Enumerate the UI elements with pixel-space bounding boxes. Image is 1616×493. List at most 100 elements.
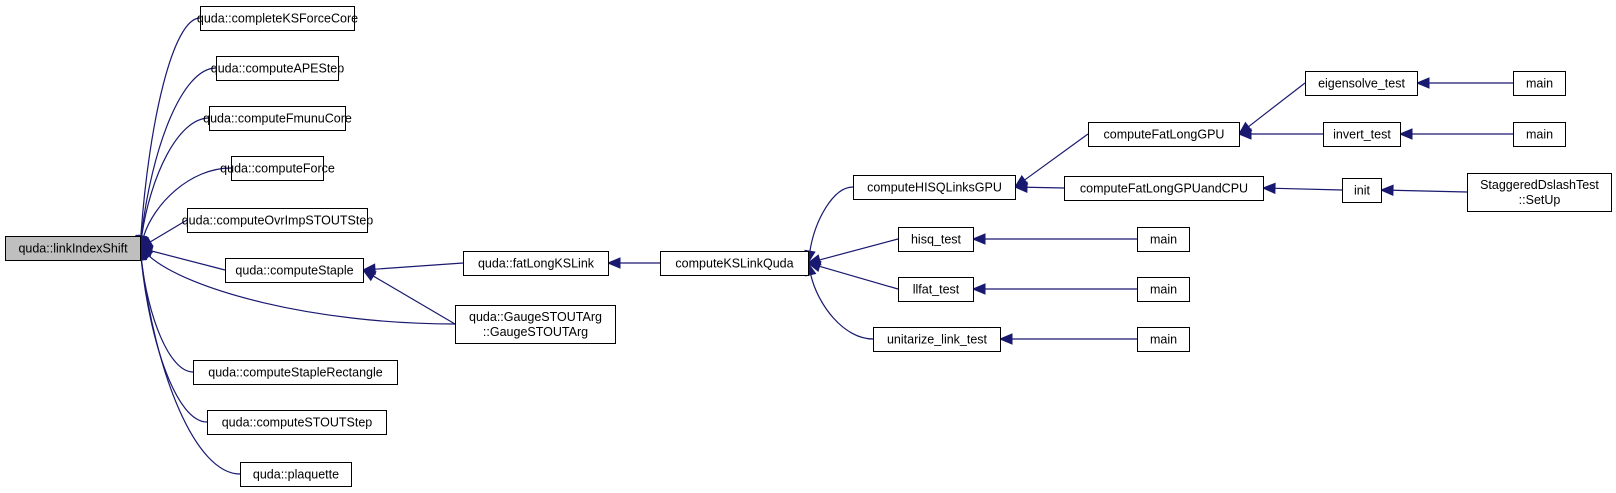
node-box — [240, 462, 352, 487]
node-hisq-test[interactable]: hisq_test — [898, 227, 974, 252]
node-label: computeFatLongGPU — [1104, 128, 1225, 142]
arrowhead-icon — [1013, 181, 1028, 194]
node-link-index-shift[interactable]: quda::linkIndexShift — [5, 236, 141, 261]
edge-compute-fat-long-gpuand-cpu-to-compute-hisqlinks-gpu — [1013, 181, 1065, 194]
edge-unitarize-link-test-to-compute-kslink-quda — [805, 261, 874, 340]
edge-staggered-dslash-test-to-init — [1379, 184, 1468, 197]
node-box — [1137, 277, 1190, 302]
node-box — [898, 227, 974, 252]
edge-line — [809, 186, 854, 252]
node-compute-hisqlinks-gpu[interactable]: computeHISQLinksGPU — [853, 175, 1016, 200]
node-eigensolve-test[interactable]: eigensolve_test — [1305, 71, 1418, 96]
node-staggered-dslash-test[interactable]: StaggeredDslashTest::SetUp — [1467, 173, 1612, 212]
edge-line — [1026, 186, 1065, 189]
node-label: main — [1150, 233, 1177, 247]
node-label: main — [1526, 128, 1553, 142]
node-compute-apestep[interactable]: quda::computeAPEStep — [211, 56, 344, 81]
node-invert-test[interactable]: invert_test — [1323, 122, 1401, 147]
node-unitarize-link-test[interactable]: unitarize_link_test — [873, 327, 1001, 352]
node-box — [1305, 71, 1418, 96]
node-box — [873, 327, 1001, 352]
node-compute-ovr-imp-stoutstep[interactable]: quda::computeOvrImpSTOUTStep — [182, 208, 374, 233]
node-layer: quda::linkIndexShift quda::completeKSForc… — [5, 6, 1612, 487]
edge-eigensolve-test-to-compute-fat-long-gpu — [1237, 82, 1306, 135]
node-label: computeFatLongGPUandCPU — [1080, 182, 1248, 196]
edge-llfat-test-to-compute-kslink-quda — [806, 260, 899, 290]
node-main-unit[interactable]: main — [1137, 327, 1190, 352]
node-main-llfat[interactable]: main — [1137, 277, 1190, 302]
node-label: computeHISQLinksGPU — [867, 181, 1002, 195]
node-label: quda::GaugeSTOUTArg — [469, 310, 602, 324]
node-box — [898, 277, 974, 302]
node-label: quda::completeKSForceCore — [197, 12, 358, 26]
node-complete-ksforce-core[interactable]: quda::completeKSForceCore — [197, 6, 358, 31]
arrowhead-icon — [606, 257, 621, 269]
edge-line — [819, 265, 899, 290]
node-box — [1088, 122, 1240, 147]
node-box — [1137, 227, 1190, 252]
edge-main-eig-to-eigensolve-test — [1415, 77, 1513, 89]
node-label: quda::linkIndexShift — [18, 242, 128, 256]
edge-line — [1392, 189, 1468, 193]
node-compute-staple-rectangle[interactable]: quda::computeStapleRectangle — [193, 360, 398, 385]
edge-compute-staple-to-link-index-shift — [138, 245, 226, 271]
edge-line — [1274, 187, 1343, 191]
edge-line — [141, 117, 210, 237]
edge-line — [140, 67, 217, 237]
edge-line — [373, 275, 456, 325]
node-box — [5, 236, 141, 261]
node-label: llfat_test — [913, 283, 960, 297]
node-gauge-stoutarg[interactable]: quda::GaugeSTOUTArg::GaugeSTOUTArg — [455, 305, 616, 344]
edge-main-hisq-to-hisq-test — [971, 233, 1137, 245]
node-llfat-test[interactable]: llfat_test — [898, 277, 974, 302]
node-plaquette[interactable]: quda::plaquette — [240, 462, 352, 487]
edge-line — [819, 238, 899, 261]
node-label: quda::computeAPEStep — [211, 62, 344, 76]
node-label: invert_test — [1333, 128, 1391, 142]
node-label: ::SetUp — [1519, 193, 1561, 207]
node-box — [1513, 122, 1566, 147]
node-box — [660, 251, 809, 276]
node-label: quda::fatLongKSLink — [478, 257, 595, 271]
node-box — [1467, 173, 1612, 212]
node-label: quda::computeStapleRectangle — [208, 366, 382, 380]
edge-compute-ovr-imp-stoutstep-to-link-index-shift — [138, 219, 188, 249]
arrowhead-icon — [806, 260, 822, 272]
arrowhead-icon — [971, 233, 986, 245]
node-compute-fat-long-gpuand-cpu[interactable]: computeFatLongGPUandCPU — [1064, 176, 1264, 201]
node-box — [187, 208, 368, 233]
node-compute-force[interactable]: quda::computeForce — [220, 156, 335, 181]
arrowhead-icon — [1237, 128, 1252, 140]
node-box — [455, 305, 616, 344]
edge-line — [140, 259, 194, 373]
node-compute-fat-long-gpu[interactable]: computeFatLongGPU — [1088, 122, 1240, 147]
node-box — [1342, 178, 1382, 203]
node-label: hisq_test — [911, 233, 962, 247]
node-main-hisq[interactable]: main — [1137, 227, 1190, 252]
node-main-inv[interactable]: main — [1513, 122, 1566, 147]
arrowhead-icon — [361, 269, 377, 282]
edge-invert-test-to-compute-fat-long-gpu — [1237, 128, 1323, 140]
node-label: main — [1526, 77, 1553, 91]
node-compute-staple[interactable]: quda::computeStaple — [225, 258, 364, 283]
node-compute-stoutstep[interactable]: quda::computeSTOUTStep — [207, 410, 387, 435]
edge-line — [142, 167, 232, 237]
edge-compute-hisqlinks-gpu-to-compute-kslink-quda — [804, 186, 854, 265]
node-main-eig[interactable]: main — [1513, 71, 1566, 96]
node-label: quda::computeFmunuCore — [203, 112, 352, 126]
edge-hisq-test-to-compute-kslink-quda — [806, 238, 899, 266]
node-box — [1064, 176, 1264, 201]
node-compute-kslink-quda[interactable]: computeKSLinkQuda — [660, 251, 809, 276]
node-init[interactable]: init — [1342, 178, 1382, 203]
node-compute-fmunu-core[interactable]: quda::computeFmunuCore — [203, 106, 352, 131]
node-fat-long-kslink[interactable]: quda::fatLongKSLink — [463, 251, 609, 276]
node-label: main — [1150, 283, 1177, 297]
node-box — [231, 156, 324, 181]
node-label: init — [1354, 184, 1371, 198]
node-label: main — [1150, 333, 1177, 347]
node-label: quda::computeOvrImpSTOUTStep — [182, 214, 374, 228]
edge-fat-long-kslink-to-compute-staple — [361, 262, 464, 275]
node-box — [216, 56, 339, 81]
edge-line — [151, 250, 226, 271]
node-label: quda::plaquette — [253, 468, 339, 482]
